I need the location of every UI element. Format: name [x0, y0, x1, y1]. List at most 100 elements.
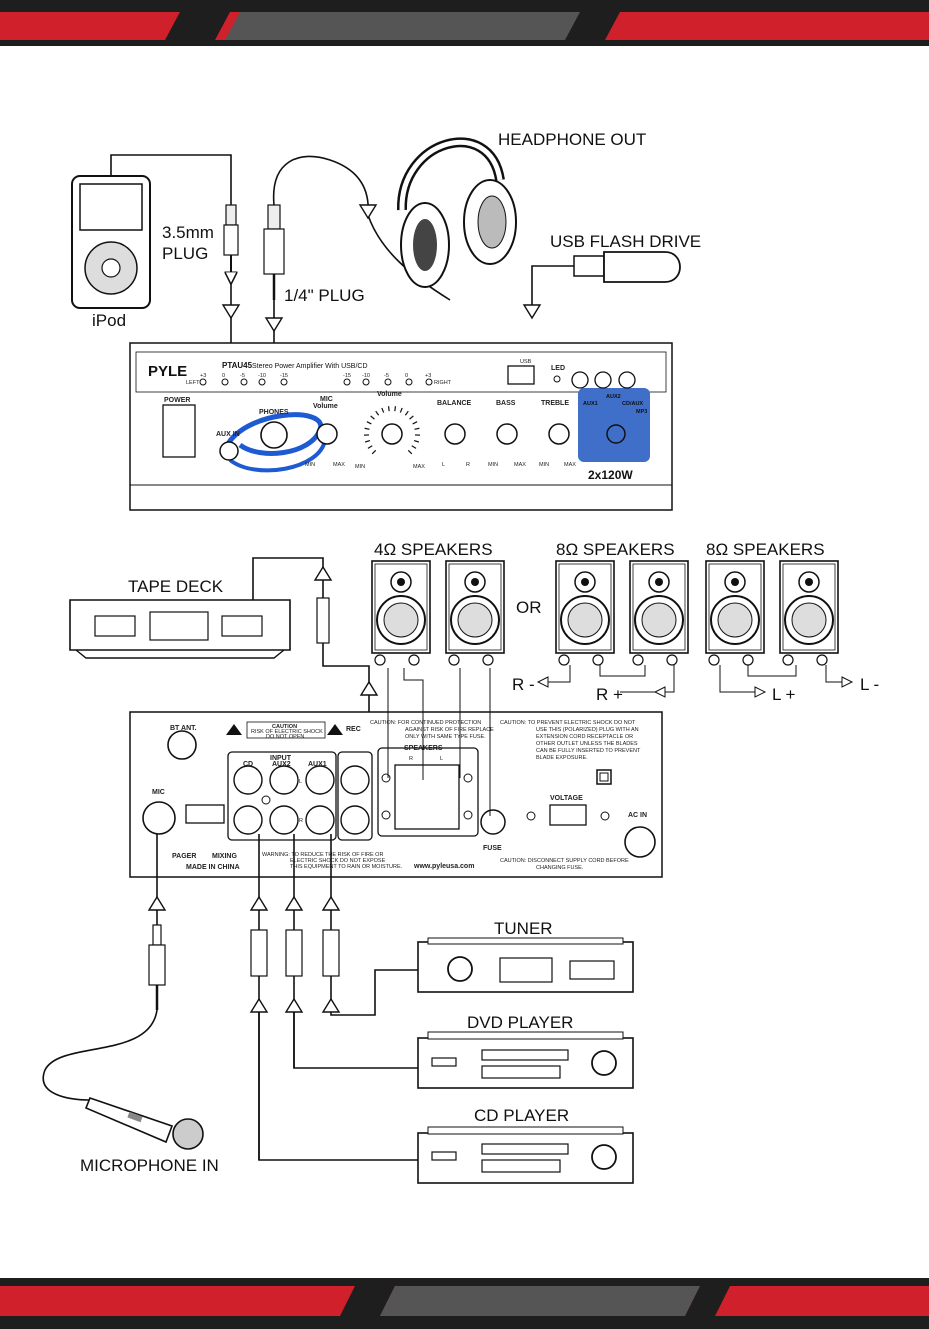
mic-volume-knob [316, 423, 338, 445]
woofer-cone [457, 602, 493, 638]
warning-3: THIS EQUIPMENT TO RAIN OR MOISTURE. [290, 864, 403, 870]
volume-tick [375, 410, 380, 416]
tape-deck-label: TAPE DECK [128, 577, 224, 596]
mic-jack [142, 801, 176, 835]
brand-logo: PYLE [148, 363, 187, 380]
volume-knob [381, 423, 403, 445]
treble-label: TREBLE [541, 400, 569, 407]
terminal-plus [482, 654, 494, 666]
aux1-rear-label: AUX1 [308, 761, 327, 768]
ac-in-label: AC IN [628, 812, 647, 819]
speaker-inner [632, 563, 686, 651]
mp3-label: MP3 [636, 409, 647, 415]
rear-mic-label: MIC [152, 789, 165, 796]
balance-label: BALANCE [437, 400, 472, 407]
mic-volume-label: Volume [313, 403, 338, 410]
vu-meter-left [199, 378, 288, 386]
volume-label: Volume [377, 391, 402, 398]
vu-left-label: LEFT [186, 380, 200, 386]
made-in-label: MADE IN CHINA [186, 864, 240, 871]
cd-aux-label: CD/AUX [622, 401, 643, 407]
power-rating: 2x120W [588, 468, 633, 482]
caution-shock-6: BLADE EXPOSURE. [536, 755, 588, 761]
vu-led-left [199, 378, 207, 386]
mic-min: MIN [305, 462, 315, 468]
vu-left-1: 0 [222, 373, 225, 379]
tweeter-center [731, 578, 739, 586]
usb-label: USB [520, 359, 532, 365]
terminal-minus [708, 654, 720, 666]
plug-35mm-label-b: PLUG [162, 244, 208, 263]
power-switch [162, 404, 196, 458]
caution-shock-3: EXTENSION CORD RECEPTACLE OR [536, 734, 633, 740]
warning-2: ELECTRIC SHOCK DO NOT EXPOSE [290, 858, 386, 864]
plug-quarter-label: 1/4" PLUG [284, 286, 365, 305]
balance-l: L [442, 462, 445, 468]
usb-flash-drive-label: USB FLASH DRIVE [550, 232, 701, 251]
tweeter-center [655, 578, 663, 586]
caution-disconnect-1: CAUTION: DISCONNECT SUPPLY CORD BEFORE [500, 858, 629, 864]
dvd-player-device [417, 1031, 634, 1089]
headphones-icon [396, 137, 517, 288]
woofer-cone [383, 602, 419, 638]
aux2-rear-label: AUX2 [272, 761, 291, 768]
vu-meter-right [343, 378, 433, 386]
caution-disconnect-2: CHANGING FUSE. [536, 865, 584, 871]
speaker-group [371, 560, 839, 666]
volume-tick [399, 407, 403, 413]
caution-line1: RISK OF ELECTRIC SHOCK [251, 729, 323, 735]
l-plus-label: L + [772, 685, 796, 704]
mic-label: MIC [320, 396, 333, 403]
vu-led-right [384, 378, 392, 386]
speaker-icon [629, 560, 689, 666]
voltage-switch [549, 804, 587, 826]
bass-knob [496, 423, 518, 445]
voltage-label: VOLTAGE [550, 795, 583, 802]
terminal-plus [742, 654, 754, 666]
vu-led-left [258, 378, 266, 386]
ac-in-socket [624, 826, 656, 858]
vu-left-2: -5 [240, 373, 245, 379]
pager-label: PAGER [172, 853, 196, 860]
caution-title: CAUTION [272, 724, 297, 730]
speakers-r-label: R [409, 756, 413, 762]
ipod-label: iPod [92, 311, 126, 330]
tape-deck-device [69, 557, 379, 760]
terminal-plus [666, 654, 678, 666]
terminal-plus [816, 654, 828, 666]
speaker-icon [705, 560, 765, 666]
microphone-in-label: MICROPHONE IN [80, 1156, 219, 1175]
mixing-label: MIXING [212, 853, 237, 860]
power-label: POWER [164, 397, 190, 404]
volume-tick [413, 439, 420, 443]
terminal-plus [592, 654, 604, 666]
input-label: INPUT [270, 755, 292, 762]
speaker-icon [555, 560, 615, 666]
phones-label: PHONES [259, 409, 289, 416]
vu-right-label: RIGHT [434, 380, 452, 386]
volume-tick [409, 415, 414, 420]
treble-knob [548, 423, 570, 445]
bottom-band [0, 1278, 929, 1329]
or-label: OR [516, 598, 542, 617]
vu-led-right [343, 378, 351, 386]
bass-max: MAX [514, 462, 526, 468]
aux2-label: AUX2 [606, 394, 621, 400]
volume-tick [367, 445, 373, 449]
vu-right-2: -5 [384, 373, 389, 379]
woofer-cone [641, 602, 677, 638]
aux-in-jack [219, 441, 239, 461]
tuner-label: TUNER [494, 919, 553, 938]
pager-mixing-switch [185, 804, 225, 824]
speakers-8ohm-b-label: 8Ω SPEAKERS [706, 540, 825, 559]
vu-left-3: -10 [258, 373, 266, 379]
vu-left-0: +3 [200, 373, 206, 379]
usb-flash-drive-icon [522, 251, 681, 320]
vol-max: MAX [413, 464, 425, 470]
dvd-player-label: DVD PLAYER [467, 1013, 573, 1032]
volume-tick [364, 439, 371, 443]
l-minus-label: L - [860, 675, 879, 694]
vu-led-left [280, 378, 288, 386]
tweeter-center [805, 578, 813, 586]
